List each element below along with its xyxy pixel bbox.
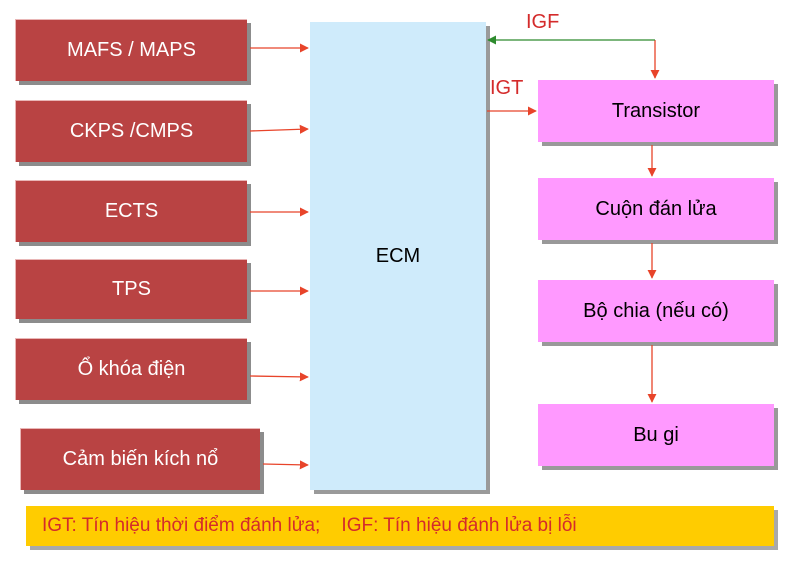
ecm-block: ECM [310,22,486,490]
sensor-to-ecm-arrow [249,124,309,134]
ecm-label: ECM [375,244,421,267]
sensor-box-ckps-cmps: CKPS /CMPS [15,100,247,162]
legend-text: IGT: Tín hiệu thời điểm đánh lửa; IGF: T… [42,515,577,536]
sensor-box-ignition-switch: Ổ khóa điện [15,338,247,400]
sensor-to-ecm-arrow [249,372,309,382]
sensor-label: Cảm biến kích nổ [62,448,219,470]
sensor-label: CKPS /CMPS [69,120,194,142]
sensor-box-mafs-maps: MAFS / MAPS [15,19,247,81]
legend-bar: IGT: Tín hiệu thời điểm đánh lửa; IGF: T… [26,506,774,546]
sensor-box-ects: ECTS [15,180,247,242]
igt-signal-label: IGT [490,77,524,99]
sensor-box-tps: TPS [15,259,247,319]
spark-plug-box: Bu gi [538,404,774,466]
distributor-box: Bộ chia (nếu có) [538,280,774,342]
output-label: Bu gi [633,423,679,446]
sensor-to-ecm-arrow [262,460,309,470]
transistor-box: Transistor [538,80,774,142]
sensor-label: TPS [112,278,151,300]
output-label: Bộ chia (nếu có) [583,299,729,322]
ignition-coil-box: Cuộn đán lửa [538,178,774,240]
output-label: Cuộn đán lửa [595,197,717,220]
igf-signal-label: IGF [526,11,560,33]
sensor-box-knock-sensor: Cảm biến kích nổ [20,428,260,490]
sensor-label: Ổ khóa điện [77,358,186,380]
sensor-label: ECTS [104,200,159,222]
output-label: Transistor [611,99,701,122]
sensor-label: MAFS / MAPS [67,39,196,61]
